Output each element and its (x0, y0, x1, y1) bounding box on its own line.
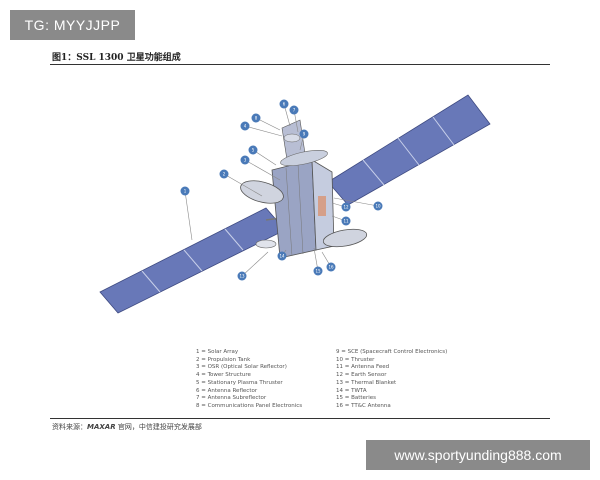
callouts: 1 2 3 4 5 6 7 8 9 10 11 12 13 14 15 16 (180, 99, 383, 281)
solar-array-right (327, 94, 491, 206)
source-brand: MAXAR (87, 423, 116, 431)
bottom-feed (255, 239, 277, 249)
bottom-rule (50, 418, 550, 419)
svg-text:14: 14 (279, 254, 285, 259)
source-note: 资料来源：MAXAR 官网，中信建投研究发展部 (52, 422, 202, 432)
svg-text:13: 13 (239, 274, 245, 279)
callout-10: 10 (373, 201, 383, 211)
legend-item: 6 = Antenna Reflector (196, 387, 258, 394)
solar-array-left (99, 207, 286, 314)
legend-item: 14 = TWTA (336, 387, 367, 394)
antenna-reflector-left (240, 180, 284, 204)
legend-item: 7 = Antenna Subreflector (196, 395, 267, 402)
svg-text:15: 15 (315, 269, 321, 274)
callout-9: 9 (299, 129, 309, 139)
legend-item: 11 = Antenna Feed (336, 364, 390, 371)
svg-text:10: 10 (375, 204, 381, 209)
legend-item: 13 = Thermal Blanket (336, 379, 397, 386)
watermark-top: TG: MYYJJPP (10, 10, 135, 40)
callout-1: 1 (180, 186, 190, 196)
legend-item: 3 = OSR (Optical Solar Reflector) (196, 364, 287, 371)
source-prefix: 资料来源： (52, 423, 87, 431)
svg-text:11: 11 (343, 219, 349, 224)
svg-text:5: 5 (252, 148, 255, 153)
callout-12: 12 (341, 202, 351, 212)
legend-item: 8 = Communications Panel Electronics (196, 402, 303, 409)
svg-text:6: 6 (283, 102, 286, 107)
svg-text:16: 16 (328, 265, 334, 270)
top-rule (50, 64, 550, 65)
svg-text:1: 1 (184, 189, 187, 194)
callout-8: 8 (251, 113, 261, 123)
watermark-bottom: www.sportyunding888.com (366, 440, 590, 470)
legend-item: 10 = Thruster (336, 356, 375, 363)
svg-text:3: 3 (244, 158, 247, 163)
tower-structure (280, 119, 328, 167)
legend-item: 15 = Batteries (336, 395, 376, 402)
callout-4: 4 (240, 121, 250, 131)
callout-14: 14 (277, 251, 287, 261)
svg-text:8: 8 (255, 116, 258, 121)
callout-11: 11 (341, 216, 351, 226)
legend-item: 5 = Stationary Plasma Thruster (196, 379, 283, 386)
callout-3: 3 (240, 155, 250, 165)
svg-text:7: 7 (293, 108, 296, 113)
callout-15: 15 (313, 266, 323, 276)
svg-text:9: 9 (303, 132, 306, 137)
legend-item: 16 = TT&C Antenna (336, 402, 391, 409)
spacecraft-bus (271, 159, 335, 259)
callout-6: 6 (279, 99, 289, 109)
antenna-reflector-right (322, 228, 368, 248)
callout-5: 5 (248, 145, 258, 155)
legend-right: 9 = SCE (Spacecraft Control Electronics)… (336, 349, 447, 411)
legend-item: 12 = Earth Sensor (336, 372, 387, 379)
legend-item: 4 = Tower Structure (196, 372, 251, 379)
callout-16: 16 (326, 262, 336, 272)
legend-item: 1 = Solar Array (196, 349, 239, 355)
svg-text:2: 2 (223, 172, 226, 177)
legend-item: 2 = Propulsion Tank (196, 356, 251, 363)
legend-left: 1 = Solar Array 2 = Propulsion Tank 3 = … (196, 349, 302, 411)
source-suffix: 官网，中信建投研究发展部 (115, 423, 202, 431)
callout-7: 7 (289, 105, 299, 115)
figure-title: 图1：SSL 1300 卫星功能组成 (52, 53, 181, 63)
svg-text:4: 4 (244, 124, 247, 129)
svg-text:12: 12 (343, 205, 349, 210)
legend-item: 9 = SCE (Spacecraft Control Electronics) (336, 349, 448, 355)
callout-2: 2 (219, 169, 229, 179)
callout-13: 13 (237, 271, 247, 281)
